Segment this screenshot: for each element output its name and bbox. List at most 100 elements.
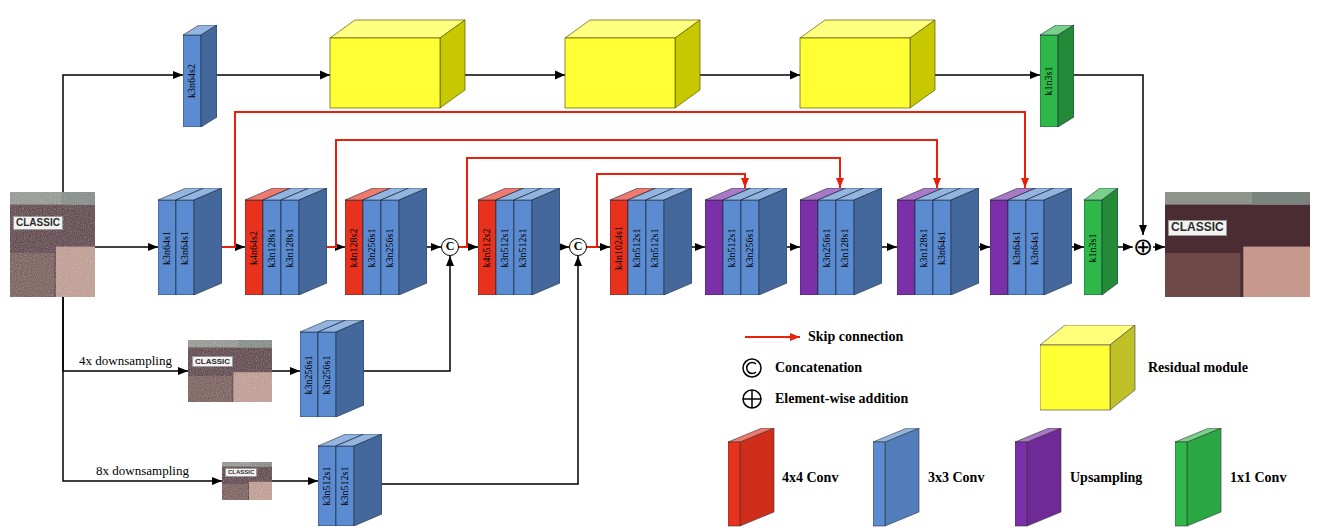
conv-block: k4n128s2k3n256s1k3n256s1	[345, 188, 427, 295]
layer-label: k4n64s2	[248, 231, 260, 265]
layer-face	[514, 200, 532, 295]
arrowhead	[320, 71, 330, 80]
layer-side	[201, 25, 217, 127]
layer-face	[176, 200, 194, 295]
layer-label: k3n256s1	[366, 228, 378, 267]
layer-side	[951, 188, 979, 295]
photo	[10, 192, 95, 297]
legend-swatch-slab	[1015, 428, 1062, 527]
conv-block: k3n512s1 k3n512s1	[318, 434, 382, 526]
conv-block: k4n512s2k3n512s1k3n512s1	[478, 188, 560, 295]
layer-face	[363, 200, 381, 295]
legend-text: 3x3 Conv	[928, 470, 984, 486]
layer-face	[610, 200, 628, 295]
layer-label: k3n512s1	[631, 228, 643, 267]
layer-label: k1n3s1	[1043, 67, 1055, 96]
slab-front	[728, 442, 740, 526]
layer-label: k3n256s1	[744, 228, 756, 267]
layer-label: k3n512s1	[339, 467, 351, 506]
data-flow-arrow	[63, 297, 188, 371]
slab-front	[1015, 442, 1027, 526]
addition-symbol-text: ⊕	[1133, 235, 1153, 259]
photo-noise	[10, 192, 95, 297]
symbol-c	[747, 363, 756, 374]
data-flow-arrow	[1153, 246, 1165, 248]
layer-label: k3n128s1	[284, 228, 296, 267]
image-sign-text: CLASSIC	[1168, 220, 1227, 236]
image-node: CLASSIC	[188, 340, 272, 402]
layer-label: k3n512s1	[321, 467, 333, 506]
layer-face	[381, 200, 399, 295]
layer-label: k1n3s1	[1087, 233, 1099, 262]
legend-add-symbol	[743, 390, 761, 408]
legend-swatch-cube	[1040, 325, 1136, 411]
layer-side	[664, 188, 692, 295]
photo	[188, 340, 272, 402]
cube-front	[1040, 345, 1110, 410]
edge-label: 8x downsampling	[94, 463, 191, 479]
layer-face	[496, 200, 514, 295]
layer-side	[759, 188, 787, 295]
slab-side	[1027, 428, 1061, 526]
layer-face	[1008, 200, 1026, 295]
layer-side	[1044, 188, 1072, 295]
cube-side	[440, 20, 465, 108]
layer-label: k3n256s1	[384, 228, 396, 267]
downsampled-photo	[222, 462, 272, 500]
layer-label: k3n64s1	[179, 231, 191, 265]
layer-label: k3n64s1	[1029, 231, 1041, 265]
legend-text: Element-wise addition	[775, 391, 908, 407]
layer-face	[300, 332, 318, 417]
data-flow-arrow	[63, 75, 183, 192]
data-flow-arrow	[427, 246, 441, 248]
concat-node: C	[441, 238, 459, 256]
layer-face	[245, 200, 263, 295]
layer-face	[741, 200, 759, 295]
residual-module	[800, 20, 935, 108]
layer-side	[854, 188, 882, 295]
output-photo	[1165, 192, 1310, 297]
layer-face	[705, 200, 723, 295]
legend-swatch-slab	[728, 428, 775, 527]
image-sign-text: CLASSIC	[13, 216, 63, 230]
layer-label: k3n256s1	[303, 355, 315, 394]
residual-module	[330, 20, 465, 108]
conv-block: k3n64s1k3n64s1	[990, 188, 1072, 295]
layer-face	[318, 332, 336, 417]
layer-label: k3n128s1	[918, 228, 930, 267]
downsampled-photo	[188, 340, 272, 402]
conv-block: k3n64s1 k3n64s1	[158, 188, 222, 295]
legend-concat-symbol	[743, 359, 761, 377]
symbol-circle	[743, 359, 761, 377]
photo	[222, 462, 272, 500]
edge-label: 4x downsampling	[77, 353, 174, 369]
layer-face	[345, 200, 363, 295]
layer-label: k3n512s1	[499, 228, 511, 267]
conv-block: k3n512s1k3n256s1	[705, 188, 787, 295]
layer-label: k3n64s1	[161, 231, 173, 265]
data-flow-arrow	[882, 246, 897, 248]
conv-block: k4n1024s1k3n512s1k3n512s1	[610, 188, 692, 295]
legend-text: Upsampling	[1070, 470, 1142, 486]
legend-skip-arrow	[745, 336, 800, 338]
legend-text: Residual module	[1148, 360, 1248, 376]
cube-side	[675, 20, 700, 108]
layer-face	[723, 200, 741, 295]
photo-noise	[222, 462, 272, 500]
legend-text: Skip connection	[808, 329, 903, 345]
data-flow-arrow	[787, 246, 800, 248]
layer-face	[183, 35, 201, 127]
cube-side	[1110, 325, 1135, 410]
layer-face	[628, 200, 646, 295]
slab-front	[1175, 442, 1187, 526]
slab-top	[728, 428, 774, 442]
layer-label: k3n256s1	[821, 228, 833, 267]
layer-face	[990, 200, 1008, 295]
cube-front	[800, 38, 910, 108]
layer-side	[336, 320, 364, 417]
data-flow-arrow	[979, 246, 990, 248]
layer-face	[646, 200, 664, 295]
image-node: CLASSIC	[10, 192, 95, 297]
data-flow-arrow	[272, 480, 318, 482]
image-node: CLASSIC	[222, 462, 272, 500]
